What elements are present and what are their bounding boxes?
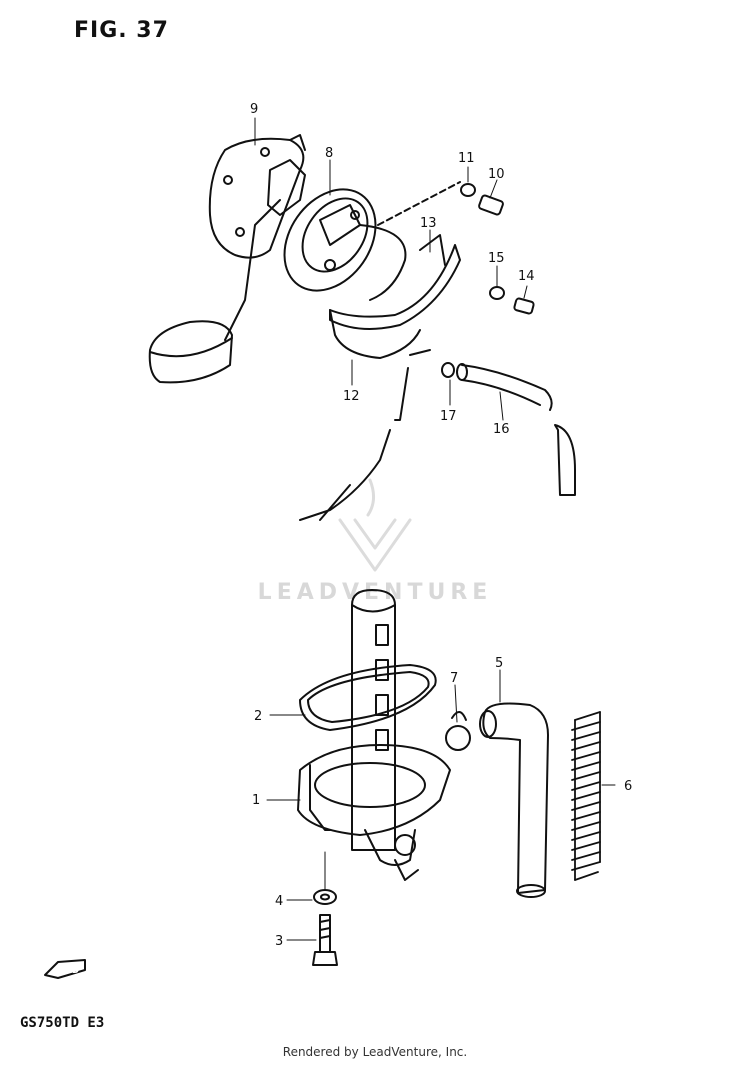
- fuel-sender-unit: [283, 188, 377, 292]
- protector-spring: [571, 711, 601, 881]
- elbow-hose: [479, 702, 549, 898]
- screw-set: [377, 181, 535, 315]
- callout-6: 6: [624, 779, 632, 794]
- watermark-logo: [338, 478, 412, 572]
- fuel-cock: [297, 589, 451, 881]
- callout-12: 12: [343, 389, 360, 404]
- shield-cover: [329, 224, 461, 359]
- fuel-gauge-gasket: [148, 134, 306, 384]
- callout-14: 14: [518, 269, 535, 284]
- callout-3: 3: [275, 934, 283, 949]
- callout-10: 10: [488, 167, 505, 182]
- fwd-arrow-icon: [44, 959, 86, 979]
- callout-4: 4: [275, 894, 283, 909]
- hose-clip: [445, 711, 471, 751]
- callout-7: 7: [450, 671, 458, 686]
- o-ring-gasket: [299, 664, 437, 731]
- callout-9: 9: [250, 102, 258, 117]
- callout-labels: 1 2 3 4 5 6 7 8 9 10 11 12 13 14 15 16 1…: [58, 102, 632, 975]
- callout-8: 8: [325, 146, 333, 161]
- callout-1: 1: [252, 793, 260, 808]
- callout-16: 16: [493, 422, 510, 437]
- callout-17: 17: [440, 409, 457, 424]
- callout-11: 11: [458, 151, 475, 166]
- fwd-label: FWD: [58, 966, 79, 975]
- leader-lines: [254, 117, 616, 941]
- model-code: GS750TD E3: [20, 1015, 105, 1031]
- mounting-screw: [312, 889, 338, 966]
- fuel-hose: [299, 362, 576, 521]
- figure-title: FIG. 37: [74, 18, 169, 43]
- callout-2: 2: [254, 709, 262, 724]
- watermark-text: LEADVENTURE: [257, 580, 493, 605]
- callout-13: 13: [420, 216, 437, 231]
- callout-15: 15: [488, 251, 505, 266]
- callout-5: 5: [495, 656, 503, 671]
- footer-credit: Rendered by LeadVenture, Inc.: [282, 1045, 468, 1059]
